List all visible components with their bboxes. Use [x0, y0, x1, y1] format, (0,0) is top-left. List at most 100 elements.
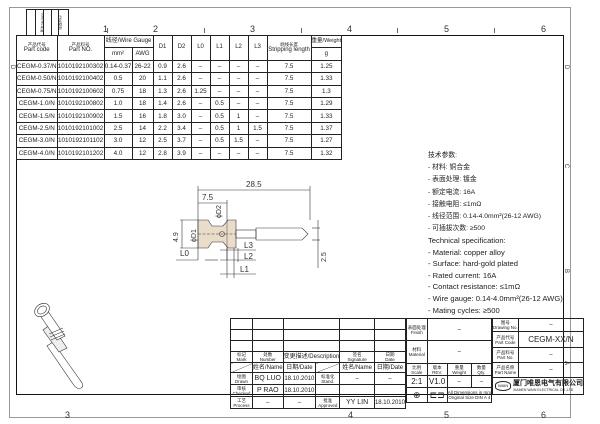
material-value: –: [426, 340, 493, 364]
cell-d1: 2.8: [152, 146, 173, 160]
cell-strip: 7.5: [266, 96, 312, 111]
spec-en-title: Technical specification:: [428, 236, 506, 245]
cone-symbol-icon: ⊏⊐: [426, 387, 448, 403]
cell-d1: 2.5: [152, 134, 173, 148]
spec-en-item: - Rated current: 16A: [428, 270, 497, 280]
cell-strip: 7.5: [266, 121, 312, 136]
label-date: 日期/Date: [373, 362, 407, 373]
spec-en-block: Technical specification: - Material: cop…: [428, 235, 563, 316]
cell-l3: –: [247, 109, 268, 123]
cell-l3: –: [247, 134, 268, 148]
part-code-value: CEGM-XX/N: [517, 331, 584, 348]
cell-d1: 2.2: [152, 121, 173, 136]
finish-value: –: [426, 318, 493, 341]
spec-cn-item: - 材料: 铜合金: [428, 164, 470, 172]
cell-weight: 1.33: [310, 72, 343, 86]
company-block: WAIN 厦门唯恩电气有限公司 XIAMEN WAIN ELECTRICAL C…: [492, 377, 584, 395]
drawing-no-value: –: [517, 318, 584, 332]
cell-l1: 0.5: [209, 134, 230, 148]
header-awg: AWG: [131, 47, 154, 61]
cell-weight: 1.27: [310, 134, 343, 148]
part-no-value: –: [517, 347, 584, 363]
cell-l1: –: [209, 84, 230, 98]
zone-tick: [204, 28, 205, 33]
drawn-date: 18.10.2010: [282, 372, 317, 385]
dim-pin-diameter: 2.5: [321, 252, 328, 262]
spec-cn-item: - 线径范围: 0.14-4.0mm²(26-12 AWG): [428, 213, 542, 221]
cell-part-code: CEGM-1.0/N: [16, 96, 58, 111]
cell-awg: 18: [131, 96, 154, 111]
drawn-name: BQ LUO: [251, 372, 284, 385]
cell-strip: 7.5: [266, 59, 312, 74]
zone-tick: [397, 28, 398, 33]
cell-l3: 1.5: [247, 121, 268, 136]
zone-label-top: 6: [541, 24, 547, 34]
spec-en-item: - Mating cycles: ≥500: [428, 305, 500, 315]
cell-l0: 1.25: [190, 84, 211, 98]
cell-part-code: CEGM-0.50/N: [16, 72, 58, 86]
cell-part-no: 1010192100302: [56, 59, 105, 74]
cell-l2: –: [228, 84, 249, 98]
part-name-value: –: [517, 362, 584, 378]
cell-l2: 1.5: [228, 134, 249, 148]
zone-label-top: 2: [153, 24, 159, 34]
zone-label-top: 1: [103, 24, 109, 34]
rev-value: V1.0: [426, 375, 448, 388]
cell-l0: –: [190, 72, 211, 86]
cell-part-code: CEGM-0.75/N: [16, 84, 58, 98]
revision-version-label: 版本/Version: [40, 12, 45, 33]
header-l3: L3: [247, 35, 268, 61]
spec-en-item: - Surface: hard-gold plated: [428, 259, 518, 269]
cell-l1: 0.5: [209, 96, 230, 111]
cell-awg: 12: [131, 134, 154, 148]
cell-awg: 12: [131, 146, 154, 160]
cell-l3: –: [247, 84, 268, 98]
cell-d2: 3.4: [171, 121, 192, 136]
cell-d2: 2.6: [171, 96, 192, 111]
cell-part-no: 1010192100402: [56, 72, 105, 86]
cell-l0: –: [190, 134, 211, 148]
cell-l2: –: [228, 146, 249, 160]
contact-cross-section-drawing: 28.5 7.5 L0 L3 L2 L1 4.9 ϕD1 ϕD2 2.5: [173, 180, 328, 278]
cell-l0: –: [190, 109, 211, 123]
cell-mm2: 4.0: [103, 146, 133, 160]
dim-l3: L3: [244, 241, 253, 250]
label-description: 变更描述/Description: [282, 351, 341, 363]
stand-name: –: [339, 372, 375, 385]
cell-d1: 1.4: [152, 96, 173, 111]
cell-l0: –: [190, 146, 211, 160]
contact-isometric-view: [34, 302, 84, 389]
checked-name: P RAO: [251, 384, 284, 397]
cell-strip: 7.5: [266, 146, 312, 160]
cell-weight: 1.25: [310, 59, 343, 74]
zone-label-side: D: [9, 64, 16, 70]
dim-height: 4.9: [173, 232, 180, 242]
cell-l1: 0.5: [209, 121, 230, 136]
cell-d2: 2.6: [171, 59, 192, 74]
cell-awg: 26-22: [131, 59, 154, 74]
cell-weight: 1.32: [310, 146, 343, 160]
cell-l0: –: [190, 59, 211, 74]
process-name: –: [251, 396, 284, 409]
company-name-cn: 厦门唯恩电气有限公司: [512, 380, 583, 387]
cell-part-no: 1010192101202: [56, 146, 105, 160]
company-logo: WAIN: [495, 381, 512, 391]
spec-en-item: - Material: copper alloy: [428, 247, 505, 257]
cell-l1: –: [209, 146, 230, 160]
cell-d2: 2.6: [171, 72, 192, 86]
